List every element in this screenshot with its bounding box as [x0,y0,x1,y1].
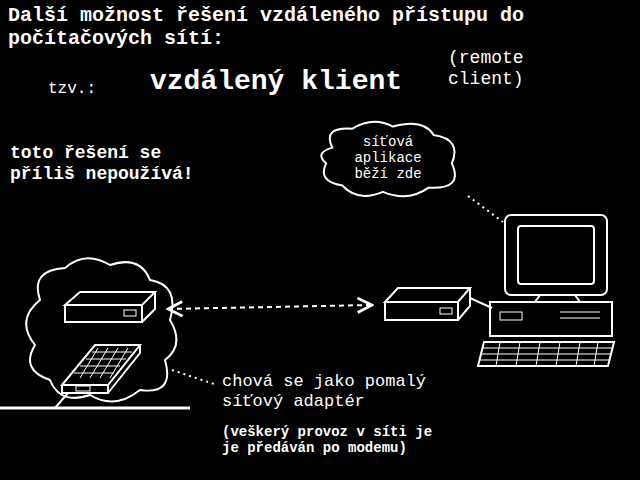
cloud-path [321,122,455,196]
computer [478,215,614,366]
title: Další možnost řešení vzdáleného přístupu… [8,4,568,50]
local-modem [385,288,470,320]
english-term: (remote client) [448,48,548,89]
prefix-label: tzv.: [48,80,128,98]
leader-dots [172,370,214,384]
thought-dots [468,196,503,222]
remote-cloud [26,258,176,401]
heading-term: vzdálený klient [150,66,440,98]
note: toto řešení se příliš nepoužívá! [10,143,210,184]
cloud-text: síťová aplikace běží zde [334,134,442,182]
traffic-note: (veškerý provoz v síti je je předáván po… [222,424,442,456]
network-card [62,345,140,393]
modem-cable [470,298,492,308]
network-cable [55,393,68,408]
adapter-note: chová se jako pomalý síťový adaptér [222,372,482,411]
remote-modem [65,292,155,322]
network-line [0,407,190,410]
thought-cloud: síťová aplikace běží zde [312,116,464,200]
modem-link-arrow [168,305,372,309]
